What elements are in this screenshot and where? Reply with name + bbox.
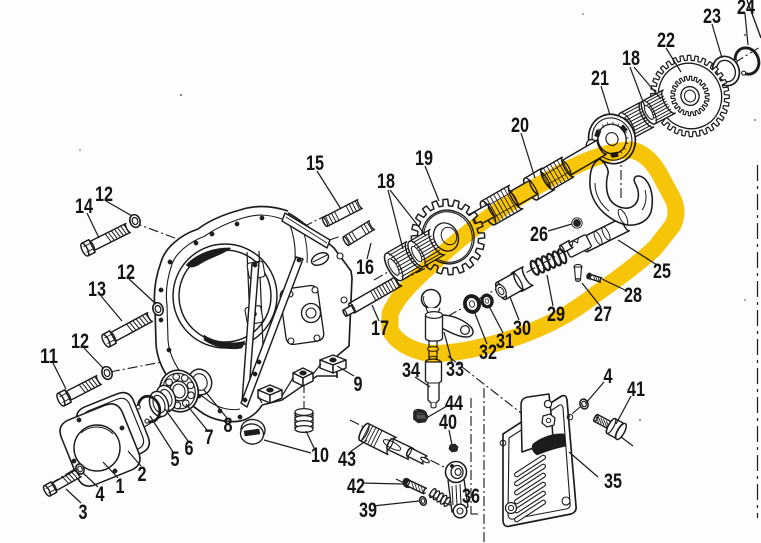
svg-text:20: 20 — [511, 114, 529, 137]
svg-text:26: 26 — [530, 223, 548, 246]
svg-text:36: 36 — [462, 485, 480, 508]
svg-text:21: 21 — [591, 67, 609, 90]
svg-text:16: 16 — [356, 256, 374, 279]
svg-text:34: 34 — [402, 359, 420, 382]
svg-text:6: 6 — [185, 437, 194, 460]
svg-text:18: 18 — [377, 170, 395, 193]
svg-text:12: 12 — [95, 183, 113, 206]
svg-text:4: 4 — [96, 483, 105, 506]
svg-text:18: 18 — [622, 47, 640, 70]
svg-text:33: 33 — [446, 358, 464, 381]
svg-text:2: 2 — [138, 463, 147, 486]
svg-text:3: 3 — [79, 501, 88, 524]
svg-text:1: 1 — [116, 475, 125, 498]
svg-text:14: 14 — [75, 195, 93, 218]
svg-text:5: 5 — [171, 448, 180, 471]
svg-text:40: 40 — [439, 411, 457, 434]
svg-text:28: 28 — [624, 284, 642, 307]
svg-text:41: 41 — [627, 378, 645, 401]
svg-text:44: 44 — [445, 392, 463, 415]
svg-text:12: 12 — [71, 330, 89, 353]
svg-text:10: 10 — [311, 444, 329, 467]
svg-text:23: 23 — [703, 5, 721, 28]
svg-text:7: 7 — [205, 426, 214, 449]
svg-text:12: 12 — [117, 261, 135, 284]
svg-text:4: 4 — [604, 365, 613, 388]
svg-text:24: 24 — [737, 0, 755, 19]
svg-text:39: 39 — [359, 499, 377, 522]
svg-text:19: 19 — [415, 147, 433, 170]
svg-text:35: 35 — [604, 470, 622, 493]
svg-text:11: 11 — [40, 345, 58, 368]
svg-text:15: 15 — [306, 152, 324, 175]
svg-text:13: 13 — [88, 278, 106, 301]
svg-text:43: 43 — [338, 448, 356, 471]
svg-text:8: 8 — [224, 414, 233, 437]
svg-text:42: 42 — [347, 475, 365, 498]
svg-text:25: 25 — [653, 260, 671, 283]
svg-text:22: 22 — [657, 29, 675, 52]
svg-text:9: 9 — [354, 373, 363, 396]
svg-text:27: 27 — [594, 303, 612, 326]
